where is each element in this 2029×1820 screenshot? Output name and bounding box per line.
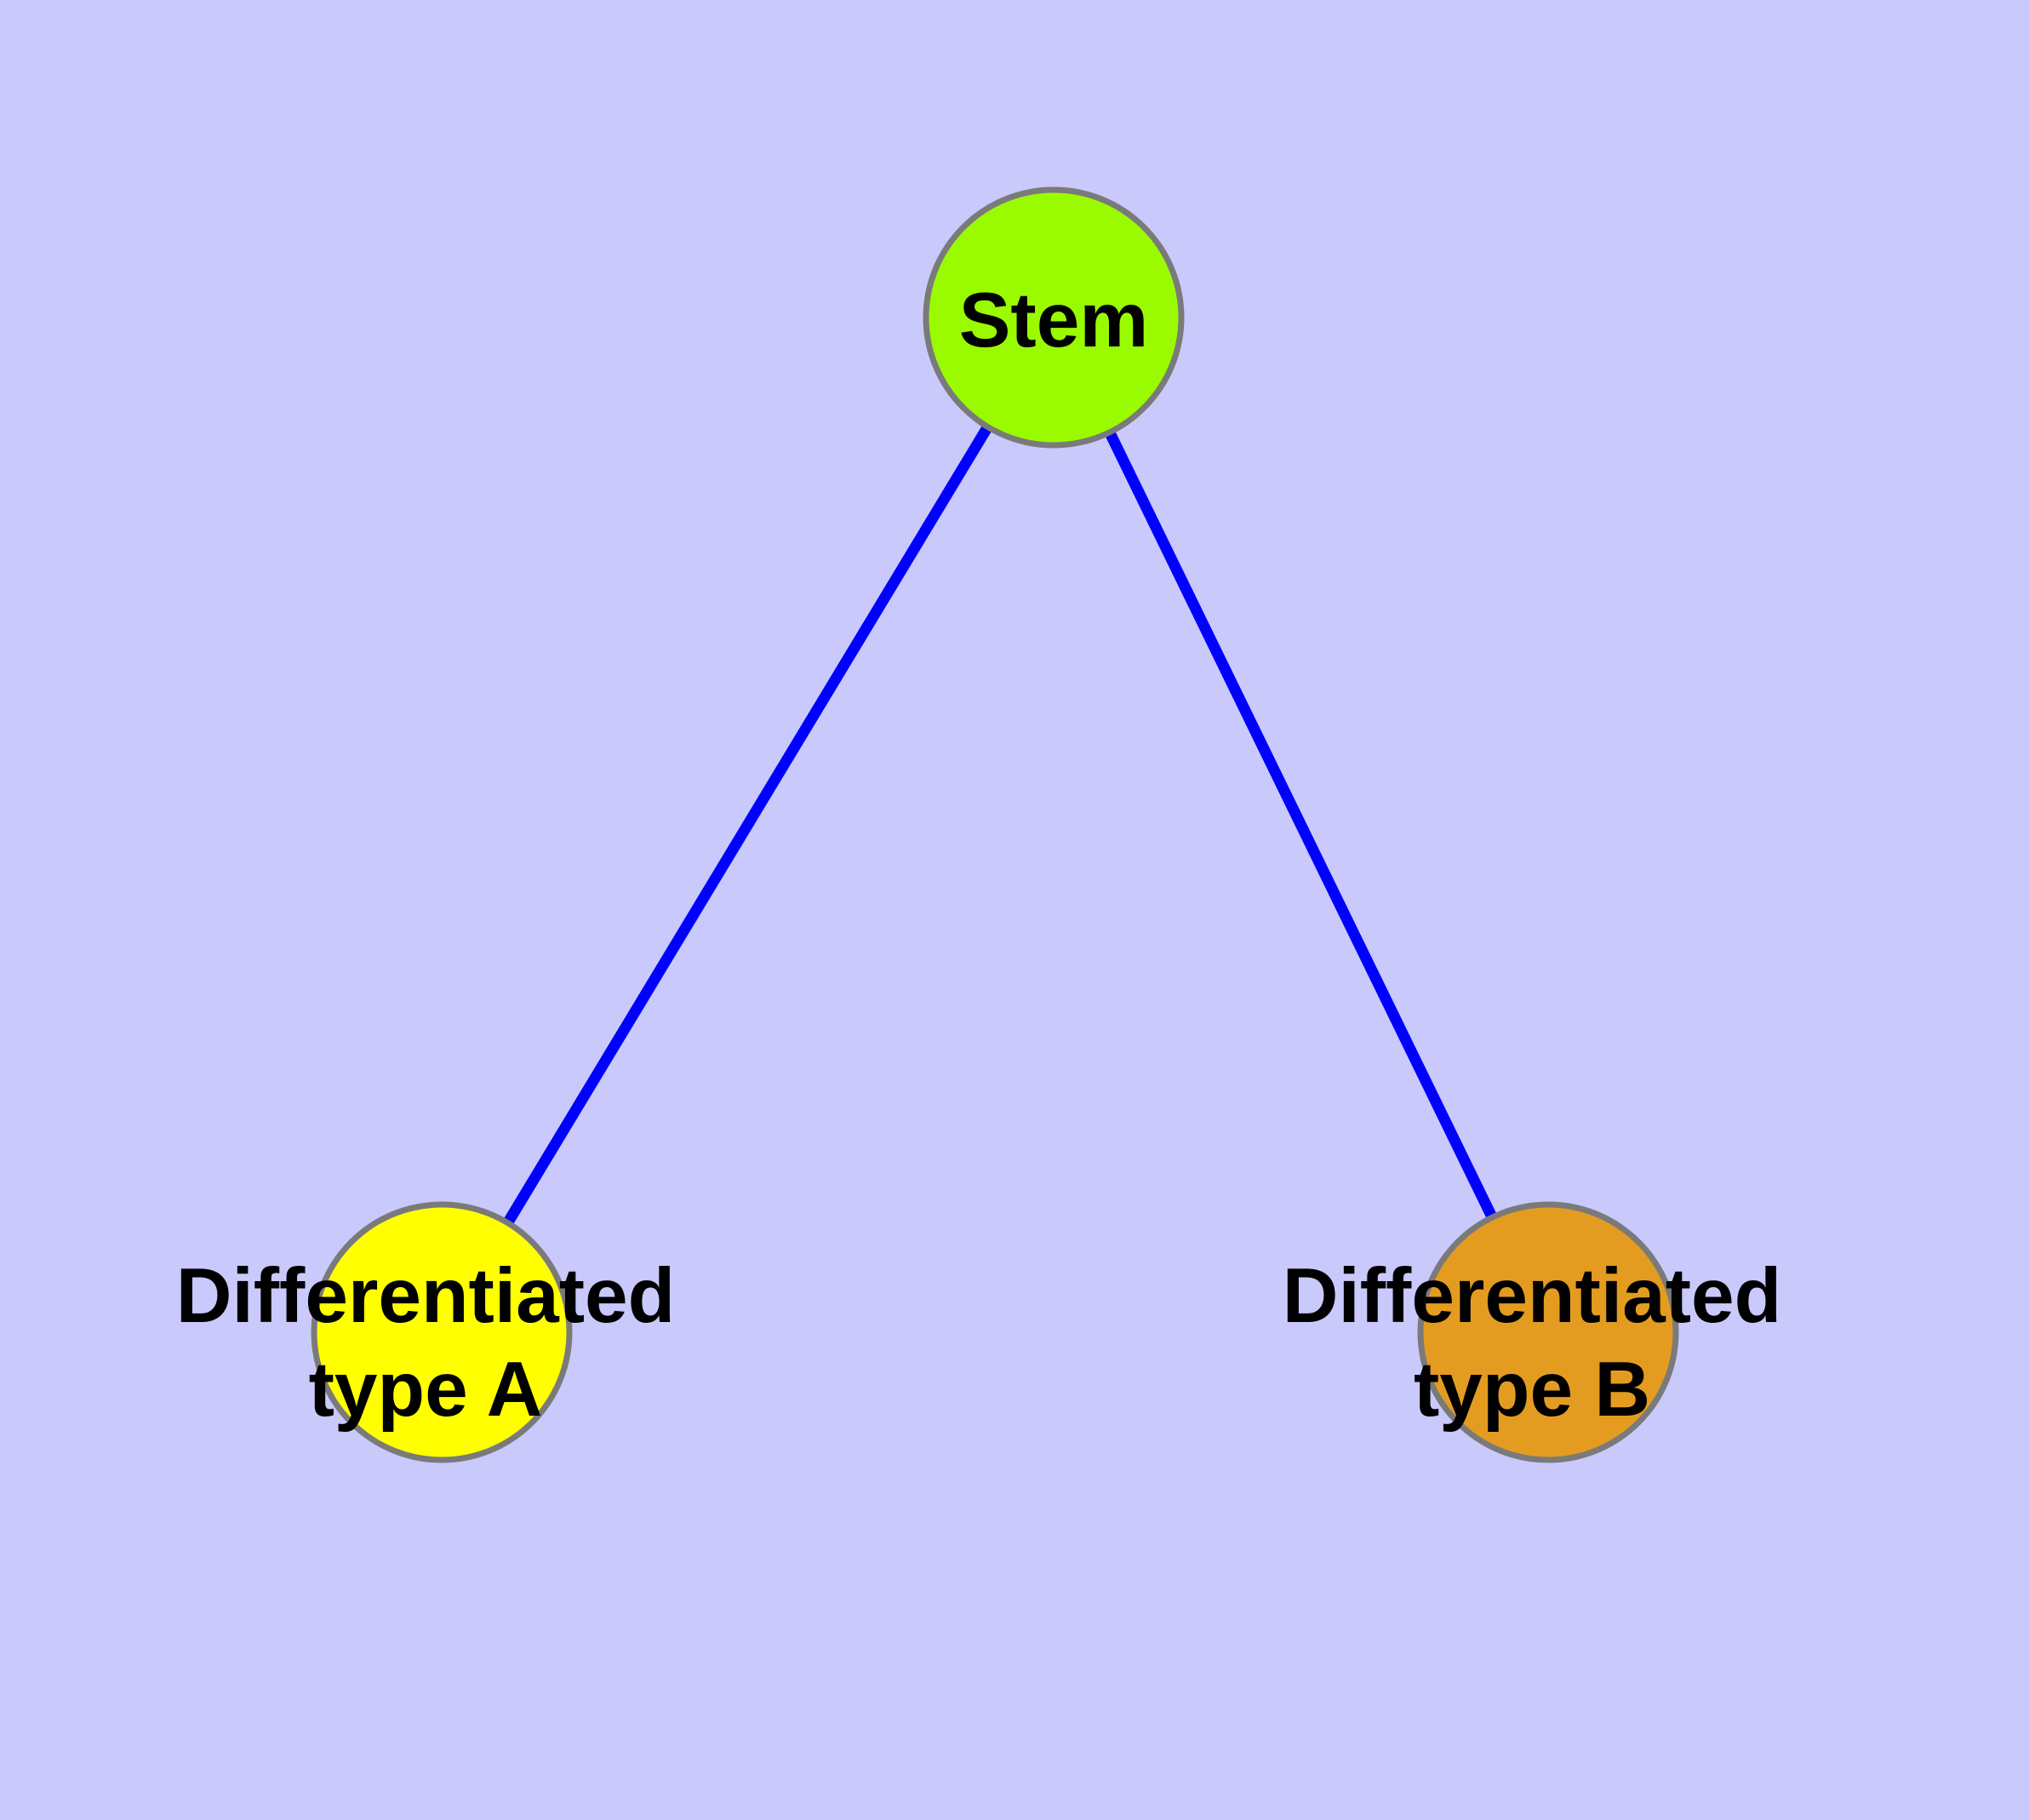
node-differentiated-type-a	[311, 1201, 573, 1463]
node-stem	[923, 186, 1185, 449]
node-type-b-label-line1: Differentiated	[1283, 1253, 1782, 1339]
node-differentiated-type-b	[1417, 1201, 1679, 1463]
node-stem-label: Stem	[959, 278, 1149, 363]
node-type-a-label-line2: type A	[309, 1347, 543, 1433]
edge-layer	[437, 314, 1553, 1336]
label-layer: Stem Differentiated type A Differentiate…	[176, 278, 1782, 1433]
edge-stem-to-type-b	[1049, 315, 1553, 1335]
node-type-a-label-line1: Differentiated	[176, 1253, 676, 1339]
node-layer	[311, 186, 1679, 1463]
edge-stem-to-type-a	[437, 314, 1059, 1336]
node-type-b-label-line2: type B	[1414, 1347, 1650, 1433]
